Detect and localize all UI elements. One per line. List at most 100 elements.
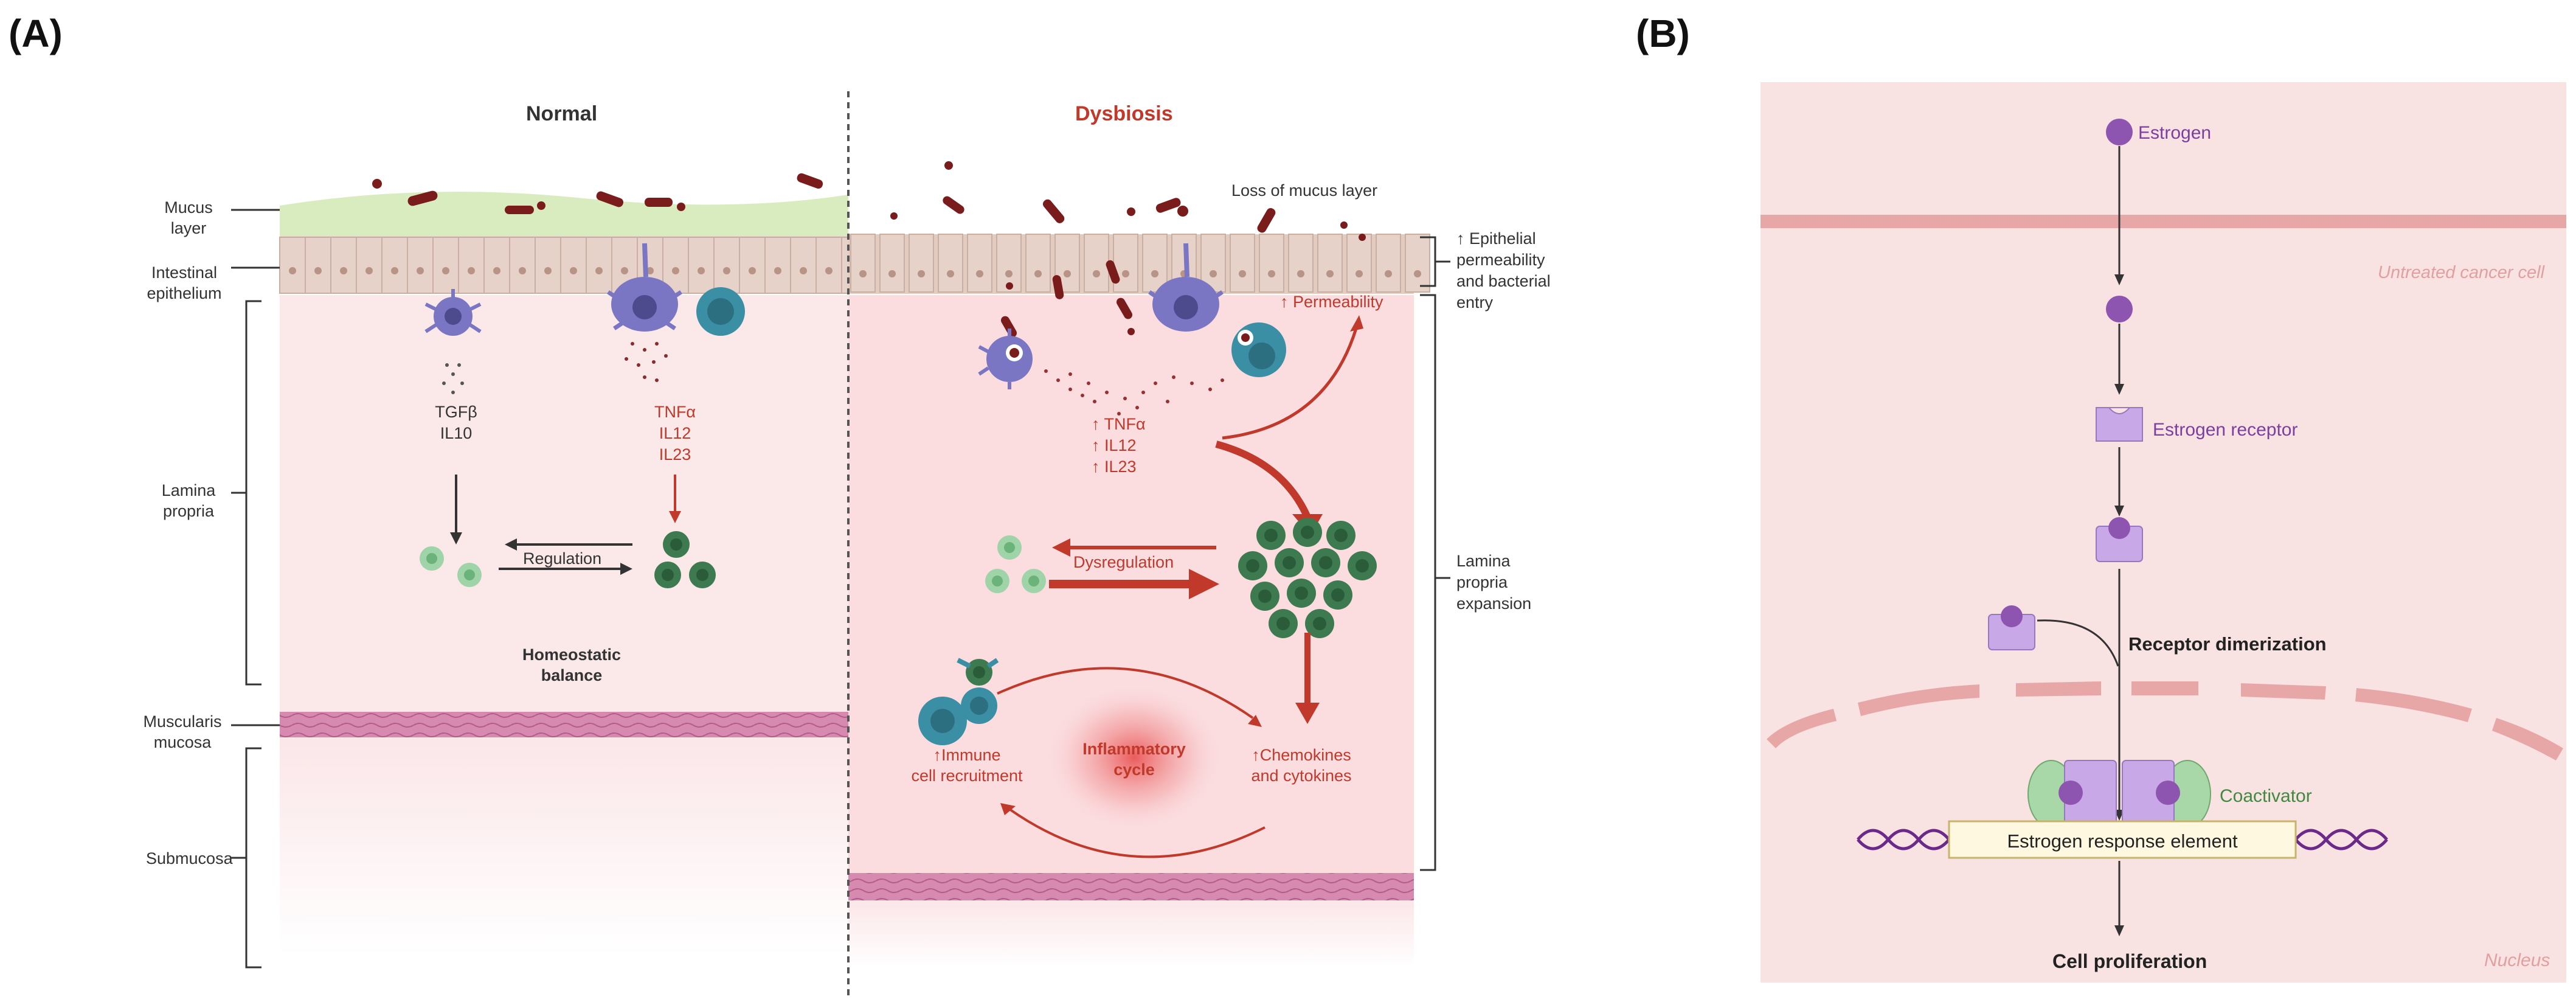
proliferation-arrow bbox=[1215, 440, 1311, 519]
ere-label: Estrogen response element bbox=[2007, 830, 2238, 852]
dysbiosis-submucosa bbox=[848, 900, 1414, 967]
damaged-epithelial-cell bbox=[879, 234, 905, 293]
dysregulation-label: Dysregulation bbox=[1073, 553, 1174, 571]
damaged-epithelial-cell bbox=[1259, 234, 1284, 293]
effector-t-cell-nucleus bbox=[1276, 617, 1290, 630]
normal-muscularis bbox=[280, 712, 848, 737]
normal-cytokine-dots bbox=[442, 363, 464, 394]
receptor-label: Estrogen receptor bbox=[2153, 420, 2298, 440]
dysbiosis-muscularis bbox=[848, 873, 1414, 900]
panel-b-diagram bbox=[1761, 119, 2566, 936]
epithelial-nucleus bbox=[1093, 270, 1100, 277]
epithelial-nucleus bbox=[1268, 270, 1275, 277]
epithelial-nucleus bbox=[1122, 270, 1129, 277]
epithelial-nucleus bbox=[976, 270, 983, 277]
damaged-epithelial-cell bbox=[1142, 234, 1168, 293]
epithelial-nucleus bbox=[774, 267, 781, 274]
normal-macrophage bbox=[696, 287, 745, 336]
recruited-immune-cells bbox=[918, 658, 999, 745]
effector-t-cell-nucleus bbox=[1246, 559, 1259, 572]
dysbiosis-dendritic-cell-large bbox=[1148, 243, 1224, 332]
nucleus-label: Nucleus bbox=[2484, 950, 2550, 970]
estrogen-molecule bbox=[2106, 119, 2133, 145]
epithelial-nucleus bbox=[672, 267, 679, 274]
epithelial-nucleus bbox=[442, 267, 449, 274]
permeability-arrow bbox=[1222, 328, 1358, 440]
damaged-epithelial-cell bbox=[1288, 234, 1314, 293]
epithelial-nucleus bbox=[1064, 270, 1071, 277]
epithelial-nucleus bbox=[646, 267, 654, 274]
loss-mucus-label: Loss of mucus layer bbox=[1231, 181, 1378, 200]
epithelial-nucleus bbox=[621, 267, 628, 274]
epithelial-nucleus bbox=[340, 267, 347, 274]
dysbiosis-bacteria bbox=[890, 161, 1366, 338]
effector-t-cell-nucleus bbox=[1258, 590, 1272, 603]
dysbiosis-title: Dysbiosis bbox=[1075, 102, 1173, 125]
right-brackets bbox=[1420, 236, 1450, 871]
normal-dendritic-cell bbox=[424, 289, 482, 336]
effector-t-cell-nucleus bbox=[1334, 529, 1348, 542]
permeability-label: ↑ Permeability bbox=[1280, 293, 1383, 311]
epithelial-nucleus bbox=[888, 270, 896, 277]
normal-effector-cells bbox=[654, 531, 716, 588]
damaged-epithelial-cell bbox=[1346, 234, 1372, 293]
effector-t-cell-nucleus bbox=[1331, 588, 1345, 602]
epithelial-nucleus bbox=[723, 267, 730, 274]
epithelial-nucleus bbox=[417, 267, 424, 274]
dysbiosis-cytokines: ↑ TNFα↑ IL12↑ IL23 bbox=[1092, 415, 1146, 476]
dysbiosis-dendritic-cell-left bbox=[978, 329, 1033, 389]
normal-bacteria bbox=[372, 173, 823, 214]
dimerization-label: Receptor dimerization bbox=[2128, 633, 2327, 655]
ere-box bbox=[1948, 820, 2297, 859]
damaged-epithelial-cell bbox=[938, 234, 963, 293]
panel-a-letter: (A) bbox=[9, 12, 63, 55]
cycle-arrow-bottom bbox=[1008, 808, 1265, 858]
epithelial-nucleus bbox=[859, 270, 867, 277]
cycle-arrow-top bbox=[997, 667, 1254, 719]
proliferation-label: Cell proliferation bbox=[2052, 950, 2207, 972]
estrogen-label: Estrogen bbox=[2138, 123, 2212, 143]
normal-submucosa bbox=[280, 736, 848, 955]
inflammatory-glow bbox=[1046, 684, 1222, 830]
damaged-epithelial-cell bbox=[909, 234, 934, 293]
normal-epithelium bbox=[280, 236, 848, 294]
epithelial-nucleus bbox=[1210, 270, 1217, 277]
dysbiosis-effector-cells bbox=[1238, 518, 1377, 638]
epithelial-nucleus bbox=[365, 267, 373, 274]
epithelial-nucleus bbox=[570, 267, 577, 274]
estrogen-receptor bbox=[2096, 407, 2143, 442]
coactivator-label: Coactivator bbox=[2220, 786, 2312, 806]
epithelial-nucleus bbox=[749, 267, 756, 274]
epithelial-nucleus bbox=[1151, 270, 1158, 277]
epithelial-nucleus bbox=[391, 267, 398, 274]
epithelial-nucleus bbox=[519, 267, 526, 274]
dysbiosis-cytokine-dots bbox=[1044, 369, 1224, 416]
epithelial-nucleus bbox=[1034, 270, 1042, 277]
left-brackets bbox=[231, 209, 280, 969]
dna-helix bbox=[1857, 829, 2388, 851]
epithelial-nucleus bbox=[1326, 270, 1334, 277]
epithelial-nucleus bbox=[1239, 270, 1246, 277]
coactivator-complex bbox=[2027, 760, 2211, 828]
normal-treg-cells bbox=[420, 546, 482, 587]
regulation-label: Regulation bbox=[523, 549, 602, 568]
panel-a-diagram bbox=[231, 91, 1450, 998]
epithelial-nucleus bbox=[800, 267, 807, 274]
epithelial-nucleus bbox=[1414, 270, 1421, 277]
normal-lamina-propria bbox=[280, 295, 848, 715]
mucus-layer bbox=[280, 192, 848, 237]
normal-title: Normal bbox=[526, 102, 598, 125]
cell-membrane bbox=[1761, 215, 2566, 228]
normal-dendritic-cell-large bbox=[607, 243, 682, 332]
damaged-epithelial-cell bbox=[850, 234, 876, 293]
damaged-epithelial-cell bbox=[1405, 234, 1430, 293]
epithelial-nucleus bbox=[947, 270, 954, 277]
